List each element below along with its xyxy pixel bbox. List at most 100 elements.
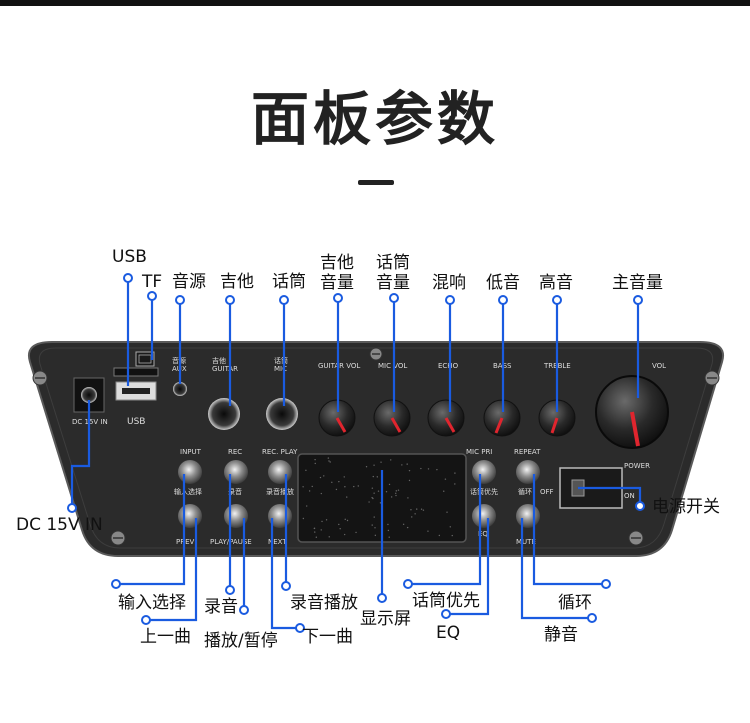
screen-speckle bbox=[374, 534, 377, 537]
callout-power-switch: 电源开关 bbox=[652, 497, 720, 517]
screen-speckle bbox=[320, 492, 323, 495]
page-title: 面板参数 bbox=[250, 85, 499, 153]
screen-speckle bbox=[454, 483, 456, 485]
tf-slot-opening bbox=[113, 367, 159, 377]
screen-speckle bbox=[451, 534, 453, 537]
guitar-jack[interactable] bbox=[208, 398, 240, 430]
screen-speckle bbox=[329, 461, 331, 463]
usb-panel-label: USB bbox=[127, 417, 145, 427]
screen-speckle bbox=[376, 476, 379, 478]
eq-panel-label: EQ bbox=[478, 530, 488, 538]
screen-speckle bbox=[355, 531, 357, 534]
input-select-button[interactable] bbox=[178, 460, 202, 484]
callout-main-vol: 主音量 bbox=[612, 273, 663, 293]
callout-aux: 音源 bbox=[172, 272, 206, 292]
screen-speckle bbox=[427, 468, 430, 470]
screen-speckle bbox=[314, 458, 316, 461]
mic-panel-label-cn: 话筒 bbox=[274, 356, 288, 365]
screen-speckle bbox=[408, 479, 411, 482]
callout-mic-vol-line2: 音量 bbox=[376, 273, 410, 293]
screen-speckle bbox=[379, 502, 382, 504]
screen-speckle bbox=[422, 509, 425, 511]
screen-speckle bbox=[368, 501, 370, 503]
screen-speckle bbox=[306, 505, 308, 507]
dc-power-jack[interactable] bbox=[73, 377, 105, 413]
screen-speckle bbox=[338, 523, 340, 526]
rec-play-button[interactable] bbox=[268, 460, 292, 484]
screen-speckle bbox=[443, 490, 445, 492]
screen-speckle bbox=[339, 528, 341, 530]
mic-panel-label-en: MIC bbox=[274, 365, 287, 373]
callout-echo: 混响 bbox=[432, 273, 466, 293]
screen-speckle bbox=[385, 491, 388, 493]
screen-speckle bbox=[331, 481, 333, 484]
repeat-cn-panel-label: 循环 bbox=[518, 487, 532, 496]
callout-dc-in: DC 15V IN bbox=[16, 515, 103, 535]
guitar-panel-label-en: GUITAR bbox=[212, 365, 238, 373]
screen-speckle bbox=[397, 489, 400, 491]
power-panel-label: POWER bbox=[624, 462, 650, 470]
screen-speckle bbox=[335, 488, 338, 491]
rec-play-cn-panel-label: 录音播放 bbox=[266, 487, 294, 496]
screen-speckle bbox=[344, 518, 346, 521]
screen-speckle bbox=[314, 531, 316, 533]
mute-panel-label: MUTE bbox=[516, 538, 536, 546]
screen-speckle bbox=[320, 529, 322, 531]
rec-cn-panel-label: 录音 bbox=[228, 487, 242, 496]
rec-play-panel-label: REC. PLAY bbox=[262, 448, 298, 456]
screen-speckle bbox=[373, 516, 375, 518]
eq-button[interactable] bbox=[472, 504, 496, 528]
mic-pri-cn-panel-label: 话筒优先 bbox=[470, 487, 498, 496]
screen-speckle bbox=[327, 457, 330, 459]
screen-speckle bbox=[416, 508, 418, 510]
screen-speckle bbox=[377, 490, 380, 492]
prev-button[interactable] bbox=[178, 504, 202, 528]
echo-knob[interactable] bbox=[427, 399, 465, 437]
screen-speckle bbox=[380, 461, 382, 463]
repeat-button[interactable] bbox=[516, 460, 540, 484]
callout-play-pause: 播放/暂停 bbox=[204, 631, 278, 651]
screen-speckle bbox=[328, 460, 330, 462]
screen-speckle bbox=[387, 523, 389, 526]
callout-bass: 低音 bbox=[486, 273, 520, 293]
mic-jack[interactable] bbox=[266, 398, 298, 430]
screen-speckle bbox=[343, 533, 346, 536]
control-panel bbox=[28, 341, 724, 557]
callout-eq: EQ bbox=[436, 623, 460, 643]
aux-jack[interactable] bbox=[173, 382, 187, 396]
screen-speckle bbox=[414, 513, 416, 515]
screen-speckle bbox=[390, 496, 393, 498]
screen-speckle bbox=[407, 497, 409, 499]
callout-guitar-vol-line1: 吉他 bbox=[320, 253, 354, 273]
screen-speckle bbox=[313, 527, 316, 530]
callout-guitar-vol-line2: 音量 bbox=[320, 273, 354, 293]
callout-display: 显示屏 bbox=[360, 609, 411, 629]
mic-volume-knob[interactable] bbox=[373, 399, 411, 437]
rec-button[interactable] bbox=[224, 460, 248, 484]
screen-speckle bbox=[449, 526, 451, 528]
usb-port[interactable] bbox=[115, 381, 157, 401]
screen-speckle bbox=[427, 530, 429, 532]
screen-speckle bbox=[411, 516, 413, 518]
screen-speckle bbox=[372, 475, 375, 478]
prev-panel-label: PREV bbox=[176, 538, 195, 546]
screen-speckle bbox=[365, 466, 368, 468]
callout-treble: 高音 bbox=[539, 273, 573, 293]
screen-speckle bbox=[308, 490, 311, 492]
title-underline bbox=[358, 180, 394, 185]
guitar-volume-knob[interactable] bbox=[318, 399, 356, 437]
screen-speckle bbox=[325, 519, 328, 521]
screen-speckle bbox=[338, 480, 340, 483]
screen-speckle bbox=[402, 523, 405, 526]
mic-vol-panel-label: MIC VOL bbox=[378, 362, 407, 370]
mute-button[interactable] bbox=[516, 504, 540, 528]
screen-speckle bbox=[438, 534, 441, 537]
off-panel-label: OFF bbox=[540, 488, 554, 496]
main-volume-knob[interactable] bbox=[595, 375, 669, 449]
mic-priority-button[interactable] bbox=[472, 460, 496, 484]
mic-pri-panel-label: MIC PRI bbox=[466, 448, 492, 456]
screen-speckle bbox=[406, 463, 408, 465]
guitar-vol-panel-label: GUITAR VOL bbox=[318, 362, 360, 370]
screen-speckle bbox=[444, 478, 447, 480]
